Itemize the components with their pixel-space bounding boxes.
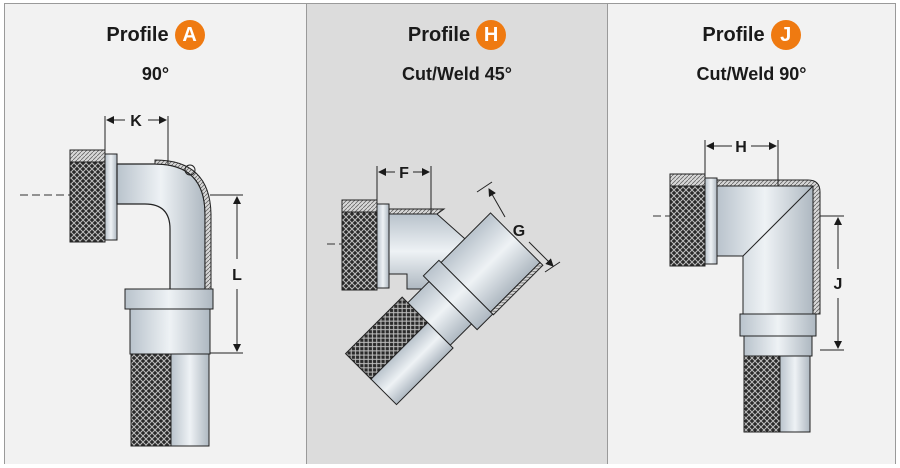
nut-cap	[69, 149, 106, 163]
elbow-body	[116, 163, 206, 305]
nut-ring	[376, 203, 390, 289]
elbow-shell	[716, 179, 821, 315]
nut-cap	[341, 199, 378, 213]
braid-sleeve	[130, 353, 172, 447]
g-arrow-down	[528, 241, 554, 267]
adapter-body	[743, 335, 813, 357]
profile-subtitle: Cut/Weld 45°	[402, 64, 512, 84]
coupling-nut-knurled	[669, 173, 706, 267]
mounting-hole	[184, 164, 196, 176]
coupling-nut-knurled	[341, 199, 378, 291]
conduit	[170, 353, 210, 447]
panel-title: Profile J	[608, 20, 895, 50]
profile-h-drawing: F G	[327, 165, 561, 406]
profile-a-drawing: K L	[20, 113, 243, 447]
profile-label: Profile	[106, 23, 169, 46]
panel-profile-a: Profile A 90° K L	[5, 4, 306, 464]
panel-title: Profile A	[5, 20, 306, 50]
weld-seam	[742, 185, 814, 257]
body-shell	[388, 208, 446, 215]
profile-letter-badge: A	[174, 20, 205, 50]
profile-label: Profile	[702, 23, 765, 46]
profile-j-drawing: H J	[653, 139, 844, 433]
profile-letter-badge: H	[476, 20, 507, 50]
g-ext-bottom	[544, 261, 561, 273]
elbow-body	[716, 185, 814, 315]
g-ext-top	[476, 181, 493, 193]
profile-subtitle: Cut/Weld 90°	[696, 64, 807, 84]
nut-ring	[704, 177, 718, 265]
braid-sleeve	[743, 355, 781, 433]
profile-letter-badge: J	[770, 20, 801, 50]
g-arrow-up	[488, 188, 506, 218]
dim-f-label: F	[399, 165, 409, 182]
profile-subtitle: 90°	[141, 64, 170, 84]
dim-g-label: G	[513, 223, 525, 240]
conduit	[779, 355, 811, 433]
dim-k-label: K	[130, 113, 142, 130]
profile-label: Profile	[407, 23, 471, 46]
dim-l-label: L	[232, 267, 242, 284]
adapter-band	[739, 313, 817, 337]
panel-profile-h: Profile H Cut/Weld 45° F G	[306, 4, 608, 464]
coupling-nut-knurled	[69, 149, 106, 243]
adapter-body	[129, 308, 211, 355]
nut-ring	[104, 153, 118, 241]
nut-cap	[669, 173, 706, 187]
panel-title: Profile H	[307, 20, 607, 50]
adapter-band	[124, 288, 214, 310]
angled-section	[344, 212, 544, 406]
dim-j-label: J	[834, 276, 843, 293]
panel-profile-j: Profile J Cut/Weld 90° H J	[608, 4, 895, 464]
dim-h-label: H	[735, 139, 747, 156]
